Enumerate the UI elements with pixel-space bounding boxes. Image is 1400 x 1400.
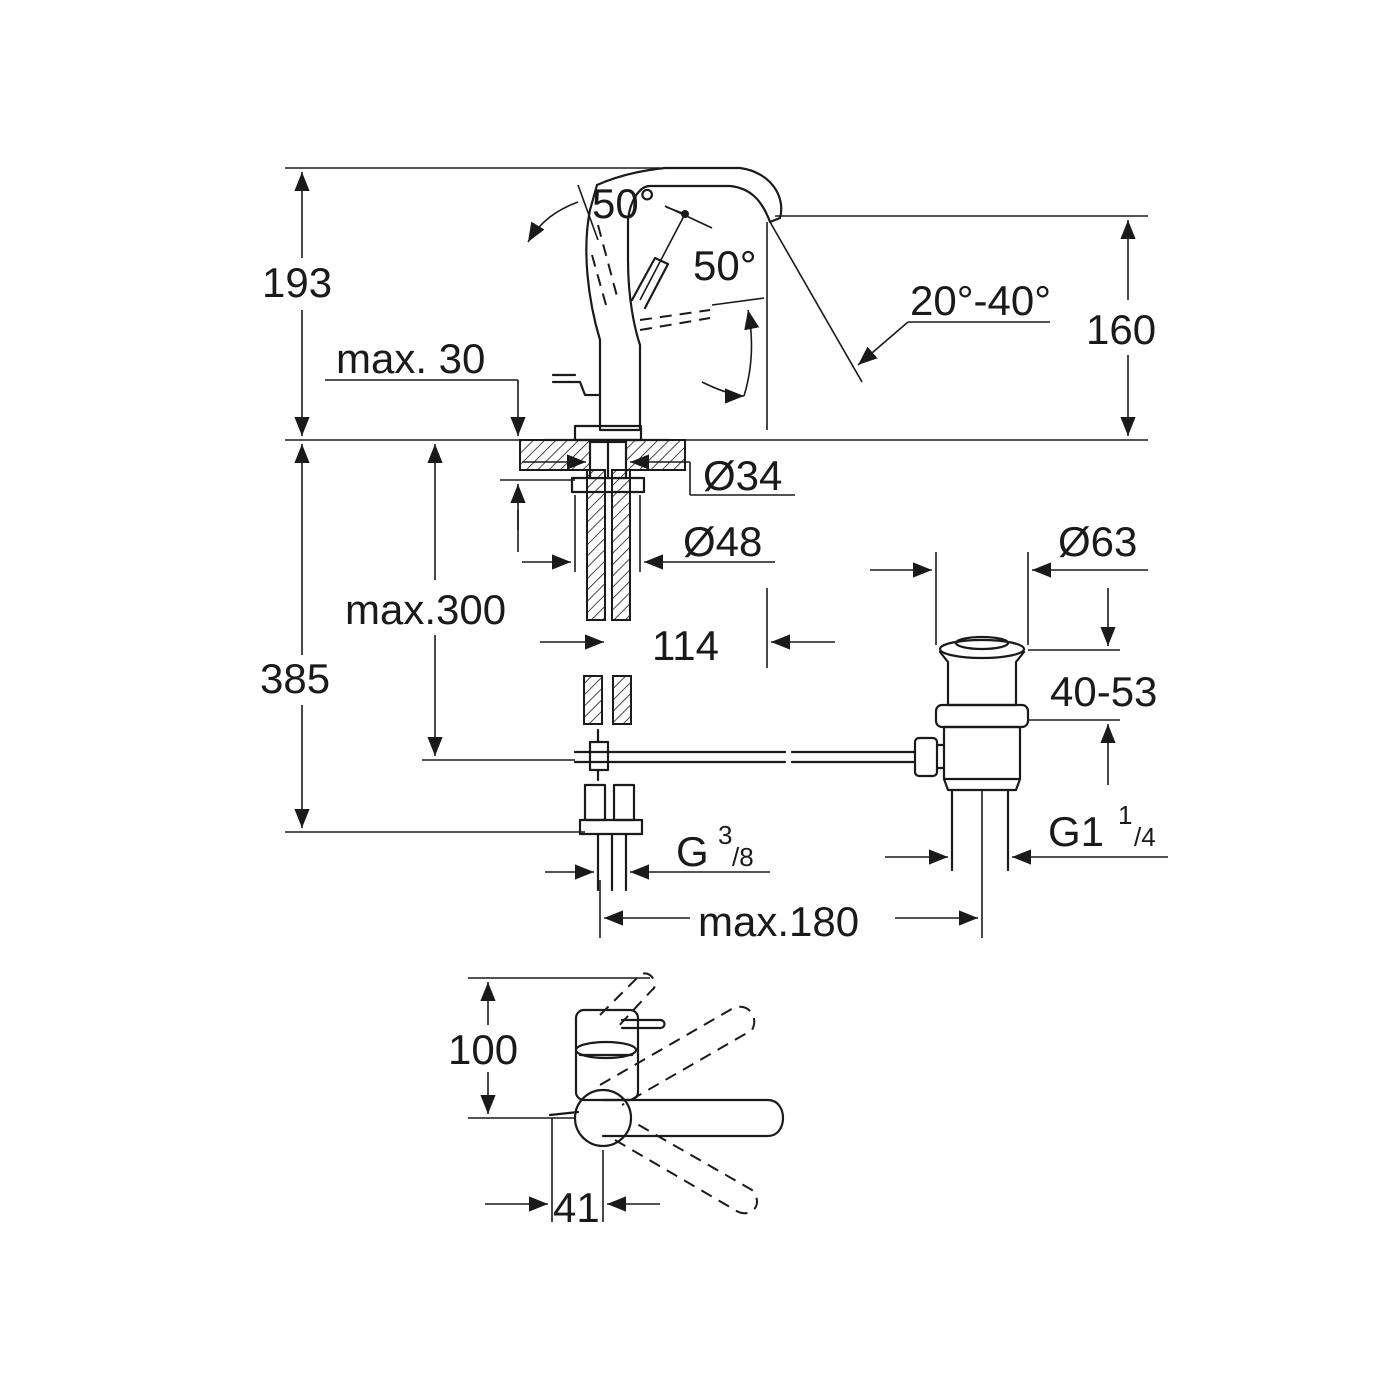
pop-up-waste	[913, 635, 1030, 872]
label-g38-numerator: 3	[718, 820, 732, 850]
label-dia-34: Ø34	[703, 452, 782, 499]
label-114: 114	[652, 622, 719, 669]
label-g114-main: G1	[1048, 808, 1104, 855]
label-dia-48: Ø48	[683, 518, 762, 565]
label-g114-numerator: 1	[1118, 800, 1132, 830]
label-160: 160	[1086, 306, 1156, 353]
label-max-300: max.300	[345, 586, 506, 633]
label-max-180: max.180	[698, 898, 859, 945]
label-193: 193	[262, 259, 332, 306]
label-g38-denominator: /8	[732, 842, 754, 872]
label-dia-63: Ø63	[1058, 518, 1137, 565]
label-g38-main: G	[676, 828, 709, 875]
dimension-lines	[285, 167, 1168, 938]
dimension-labels: 193 160 50° 50° 20°-40° max. 30 Ø34 Ø48 …	[260, 180, 1157, 1231]
faucet-top-view	[468, 972, 784, 1222]
label-angle-50-top: 50°	[592, 180, 656, 227]
label-angle-50-right: 50°	[693, 242, 757, 289]
label-g114-denominator: /4	[1134, 822, 1156, 852]
label-angle-20-40: 20°-40°	[910, 277, 1051, 324]
label-41: 41	[553, 1184, 600, 1231]
label-40-53: 40-53	[1050, 668, 1157, 715]
label-385: 385	[260, 655, 330, 702]
label-100: 100	[448, 1026, 518, 1073]
label-max-30: max. 30	[336, 335, 485, 382]
